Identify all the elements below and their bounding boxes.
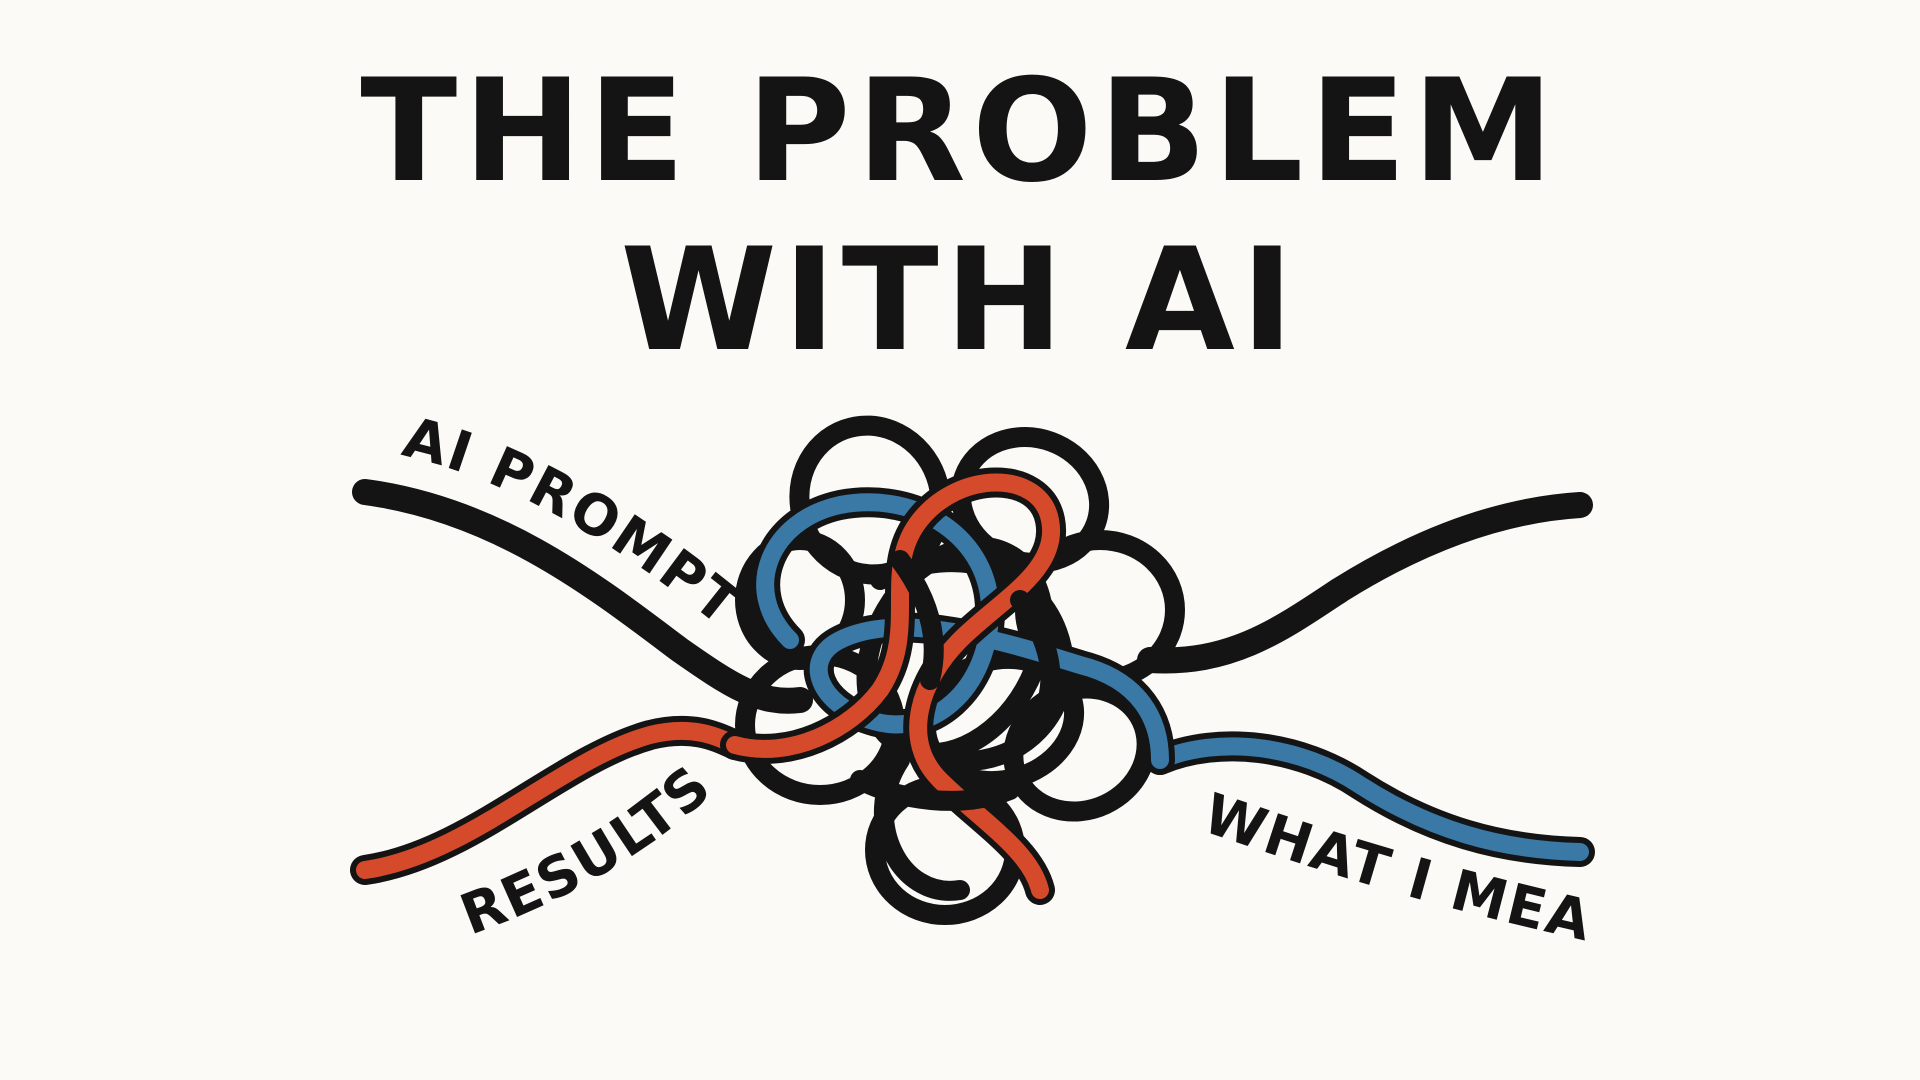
- label-ai-prompts: AI PROMPTS: [0, 0, 753, 639]
- knot-red-strand: [720, 467, 1067, 905]
- knot-blue-strand: [750, 487, 1175, 775]
- page-title-line-2: WITH AI: [620, 218, 1300, 383]
- strand-results: [350, 715, 750, 885]
- label-ai-prompts-text: AI PROMPTS: [0, 0, 751, 639]
- knot: [720, 415, 1185, 925]
- page-title-line-1: THE PROBLEM: [360, 49, 1560, 214]
- knot-black-overlaps: [850, 550, 1061, 811]
- label-results-text: RESULTS: [452, 753, 722, 949]
- label-results: RESULTS: [452, 753, 724, 949]
- strand-what-i-meant: [1145, 731, 1595, 867]
- strand-right-black: [1137, 492, 1593, 674]
